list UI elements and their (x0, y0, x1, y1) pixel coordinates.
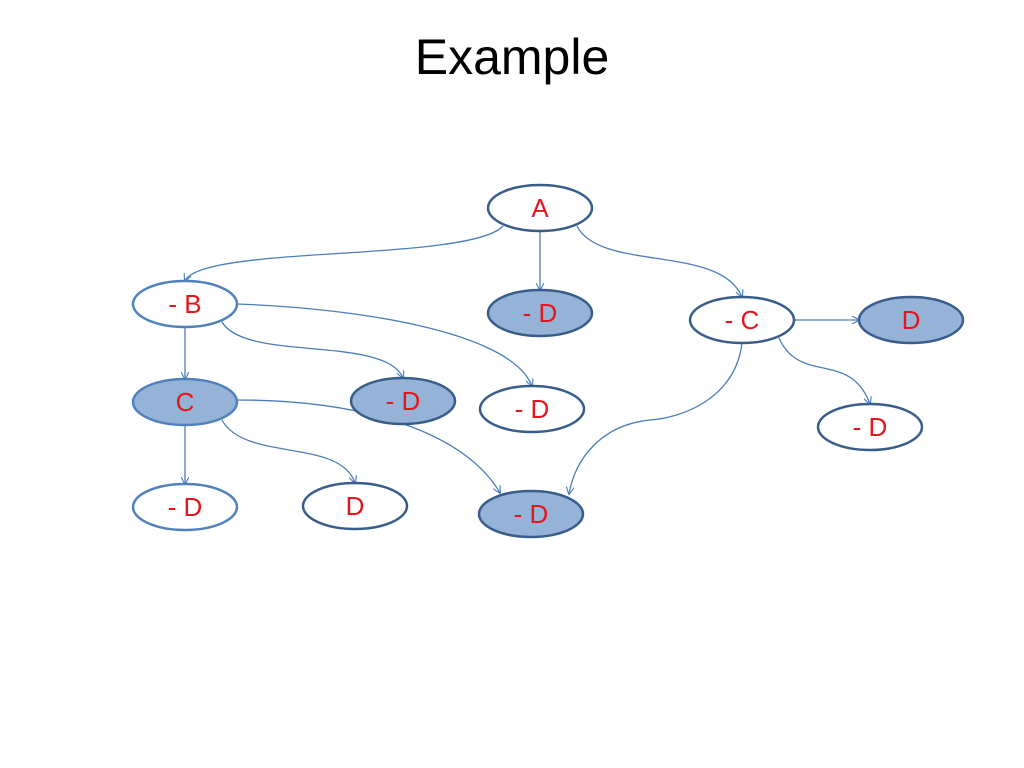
node-label: C (176, 387, 195, 417)
edge-b-to-d4 (236, 303, 532, 386)
node-d1: - D (486, 288, 594, 338)
node-c1: - C (688, 295, 796, 345)
node-label: - D (514, 499, 549, 529)
node-label: - D (168, 492, 203, 522)
node-a: A (486, 183, 594, 233)
node-label: - C (725, 305, 760, 335)
node-label: - D (515, 394, 550, 424)
node-label: D (902, 305, 921, 335)
node-label: D (346, 491, 365, 521)
node-ellipse (816, 402, 924, 452)
edge-c2-to-d7 (221, 419, 355, 483)
node-label: - B (168, 289, 201, 319)
node-ellipse (477, 489, 585, 539)
edge-b-to-d3 (221, 321, 403, 378)
node-d4: - D (478, 384, 586, 434)
node-d6: - D (131, 482, 239, 532)
edge-c1-to-d8 (569, 342, 743, 494)
node-label: - D (386, 386, 421, 416)
nodes-layer: A - B - D - C D C - D - D - D - D D - D (131, 183, 965, 539)
node-d5: - D (816, 402, 924, 452)
node-label: - D (853, 412, 888, 442)
node-label: - D (523, 298, 558, 328)
node-ellipse (131, 279, 239, 329)
node-b: - B (131, 279, 239, 329)
node-ellipse (688, 295, 796, 345)
node-d3: - D (349, 376, 457, 426)
node-label: A (531, 193, 549, 223)
node-c2: C (131, 377, 239, 427)
node-ellipse (478, 384, 586, 434)
node-ellipse (131, 482, 239, 532)
node-ellipse (301, 481, 409, 531)
node-ellipse (486, 288, 594, 338)
edge-a-to-c1 (576, 225, 742, 297)
node-d2: D (857, 295, 965, 345)
node-ellipse (486, 183, 594, 233)
node-d7: D (301, 481, 409, 531)
page-title: Example (414, 29, 610, 85)
edges-layer (185, 225, 870, 494)
node-d8: - D (477, 489, 585, 539)
node-ellipse (349, 376, 457, 426)
node-ellipse (131, 377, 239, 427)
edge-c2-to-d8 (236, 399, 500, 493)
edge-c1-to-d5 (778, 337, 870, 404)
node-ellipse (857, 295, 965, 345)
edge-a-to-b (185, 225, 504, 281)
